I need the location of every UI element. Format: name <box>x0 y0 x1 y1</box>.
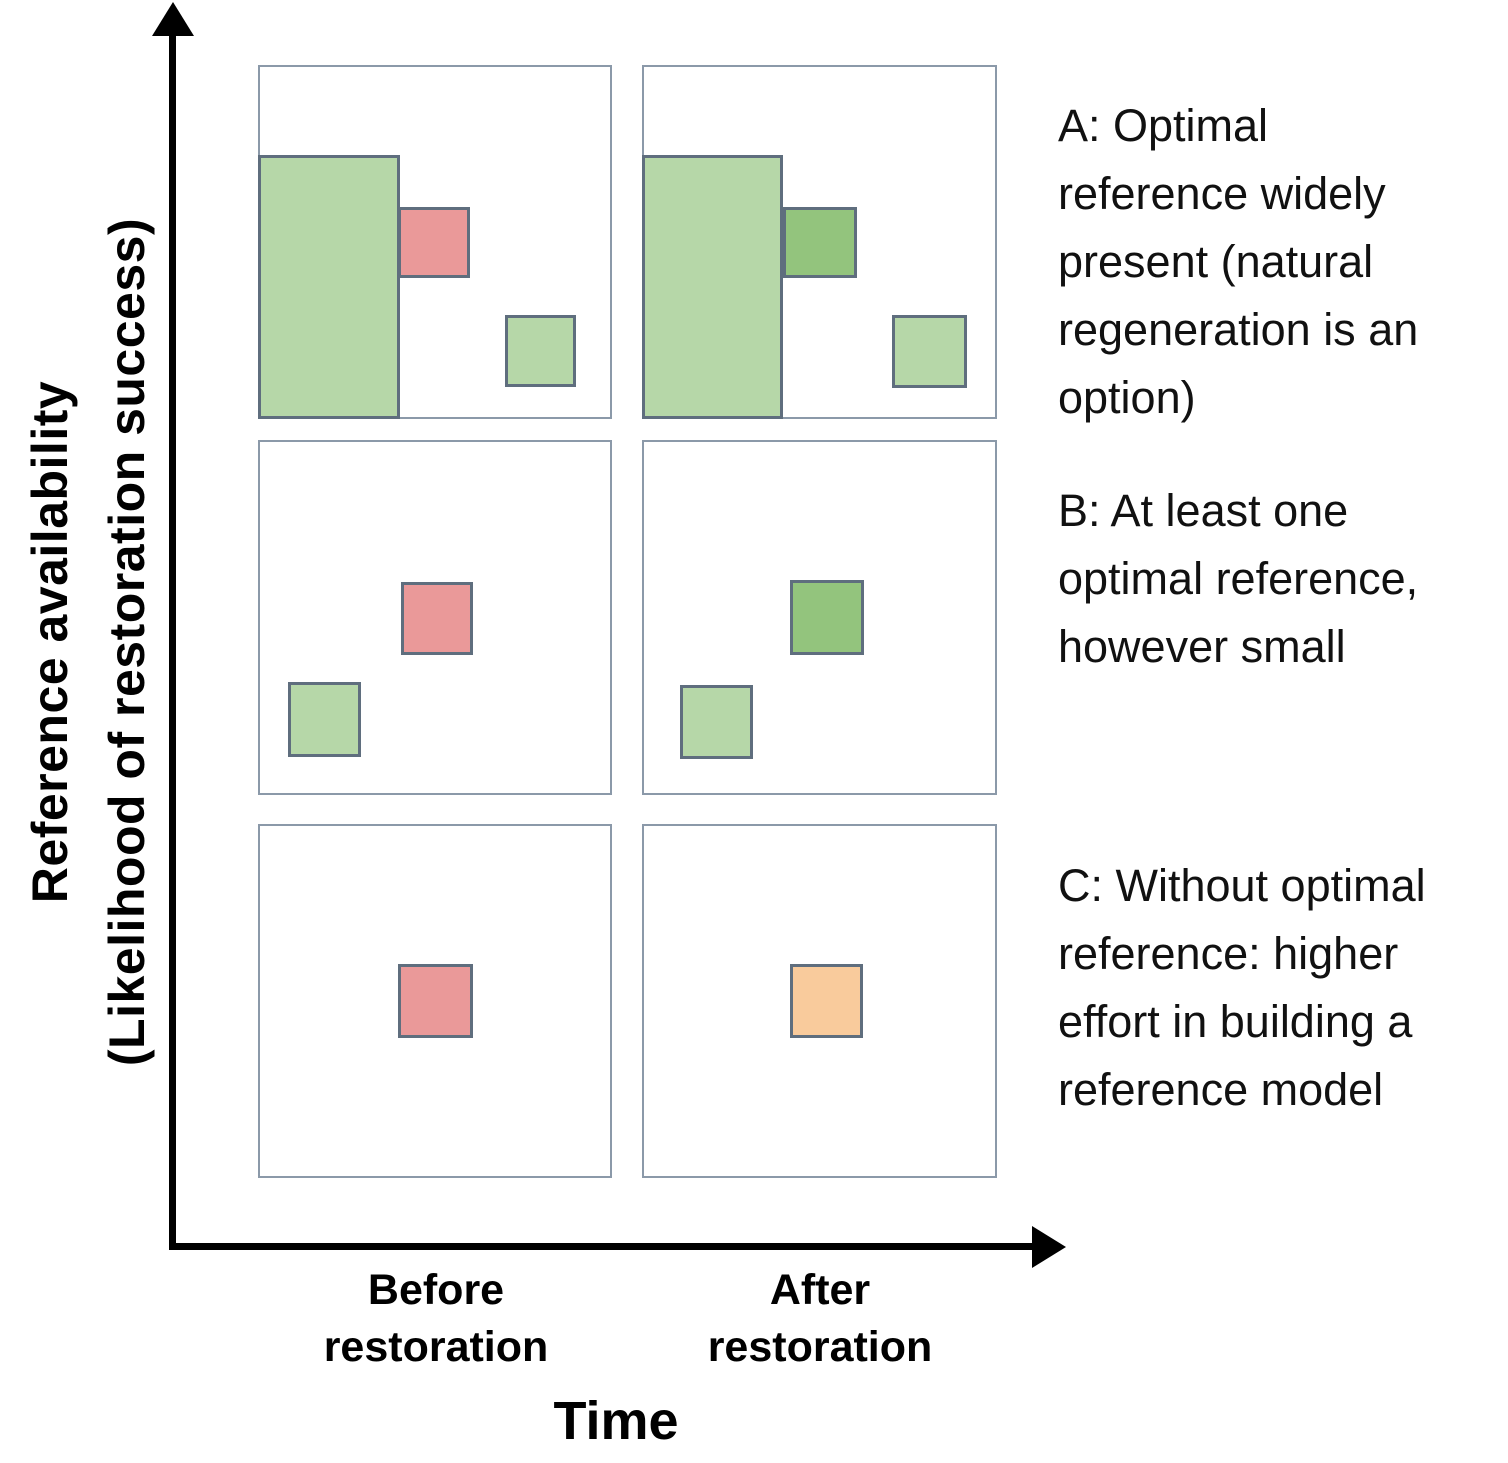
x-axis-line <box>169 1243 1034 1250</box>
target-site-patch <box>398 964 473 1038</box>
x-axis-arrowhead-icon <box>1032 1226 1066 1268</box>
target-site-patch <box>790 580 864 655</box>
annotation-row-c: C: Without optimal reference: higher eff… <box>1058 860 1426 1115</box>
reference-patch-large <box>258 155 400 419</box>
target-site-patch <box>398 207 470 278</box>
annotation-row-a: A: Optimal reference widely present (nat… <box>1058 100 1419 423</box>
x-tick-before-restoration: Before restoration <box>323 1266 549 1371</box>
target-site-patch <box>401 582 473 655</box>
reference-patch-large <box>642 155 783 419</box>
y-axis-label: Reference availability (Likelihood of re… <box>22 217 155 1067</box>
panel-A-before <box>258 65 612 419</box>
y-axis-arrowhead-icon <box>152 2 194 36</box>
x-tick-after-restoration: After restoration <box>707 1266 933 1371</box>
panel-C-after <box>642 824 997 1178</box>
reference-patch-small <box>892 315 967 388</box>
panel-B-after <box>642 440 997 795</box>
annotation-row-b: B: At least one optimal reference, howev… <box>1058 485 1419 672</box>
panel-A-after <box>642 65 997 419</box>
reference-patch-small <box>505 315 576 387</box>
panel-C-before <box>258 824 612 1178</box>
reference-patch-small <box>288 682 361 757</box>
target-site-patch <box>790 964 863 1038</box>
x-axis-title: Time <box>553 1391 679 1451</box>
target-site-patch <box>783 207 857 278</box>
panel-B-before <box>258 440 612 795</box>
y-axis-line <box>169 32 176 1250</box>
reference-patch-small <box>680 685 753 759</box>
